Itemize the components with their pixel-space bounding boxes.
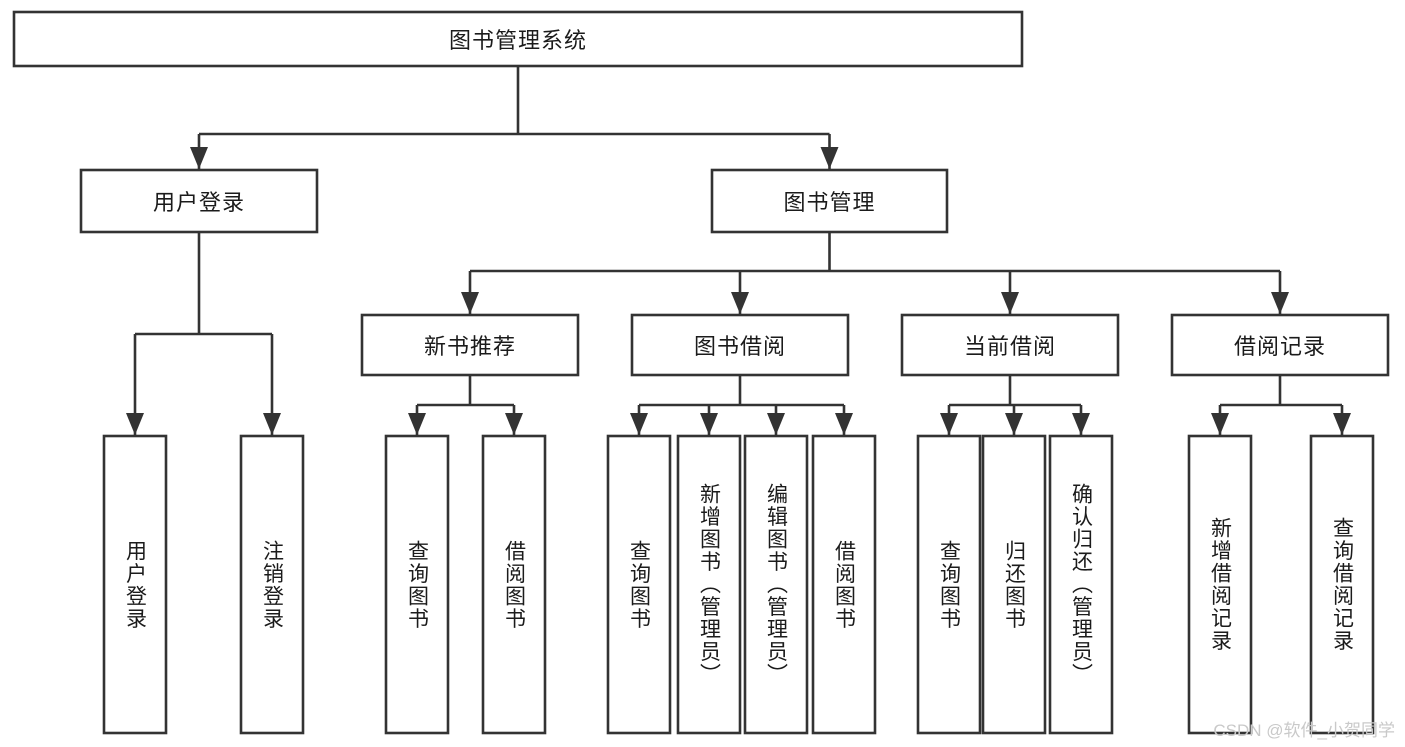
arrow-head-icon	[1072, 413, 1090, 435]
arrow-head-icon	[1271, 292, 1289, 314]
leaf-node-box[interactable]	[1309, 434, 1375, 735]
arrow-head-icon	[1001, 292, 1019, 314]
level3-node-box[interactable]	[1170, 313, 1390, 377]
arrow-head-icon	[408, 413, 426, 435]
arrow-head-icon	[190, 147, 208, 169]
arrow-head-icon	[263, 413, 281, 435]
arrow-head-icon	[505, 413, 523, 435]
arrow-head-icon	[767, 413, 785, 435]
level2-node-box[interactable]	[710, 168, 949, 234]
leaf-node-box[interactable]	[1187, 434, 1253, 735]
arrow-head-icon	[1211, 413, 1229, 435]
root-node-box[interactable]	[12, 10, 1024, 68]
watermark-text: CSDN @软件_小贺同学	[1213, 721, 1395, 740]
node-box-layer	[12, 10, 1390, 735]
leaf-node-box[interactable]	[1048, 434, 1114, 735]
arrow-head-icon	[126, 413, 144, 435]
connector-layer	[126, 66, 1351, 435]
arrow-head-icon	[700, 413, 718, 435]
leaf-node-box[interactable]	[102, 434, 168, 735]
arrow-head-icon	[835, 413, 853, 435]
leaf-node-box[interactable]	[481, 434, 547, 735]
leaf-node-box[interactable]	[676, 434, 742, 735]
leaf-node-box[interactable]	[811, 434, 877, 735]
arrow-head-icon	[630, 413, 648, 435]
arrow-head-icon	[731, 292, 749, 314]
leaf-node-box[interactable]	[239, 434, 305, 735]
level3-node-box[interactable]	[900, 313, 1120, 377]
arrow-head-icon	[940, 413, 958, 435]
leaf-node-box[interactable]	[384, 434, 450, 735]
arrow-head-icon	[820, 147, 839, 169]
leaf-node-box[interactable]	[743, 434, 809, 735]
level3-node-box[interactable]	[630, 313, 850, 377]
leaf-node-box[interactable]	[981, 434, 1047, 735]
leaf-node-box[interactable]	[916, 434, 982, 735]
arrow-head-icon	[1005, 413, 1023, 435]
level2-node-box[interactable]	[79, 168, 319, 234]
arrow-head-icon	[461, 292, 479, 314]
level3-node-box[interactable]	[360, 313, 580, 377]
arrow-head-icon	[1333, 413, 1351, 435]
leaf-node-box[interactable]	[606, 434, 672, 735]
